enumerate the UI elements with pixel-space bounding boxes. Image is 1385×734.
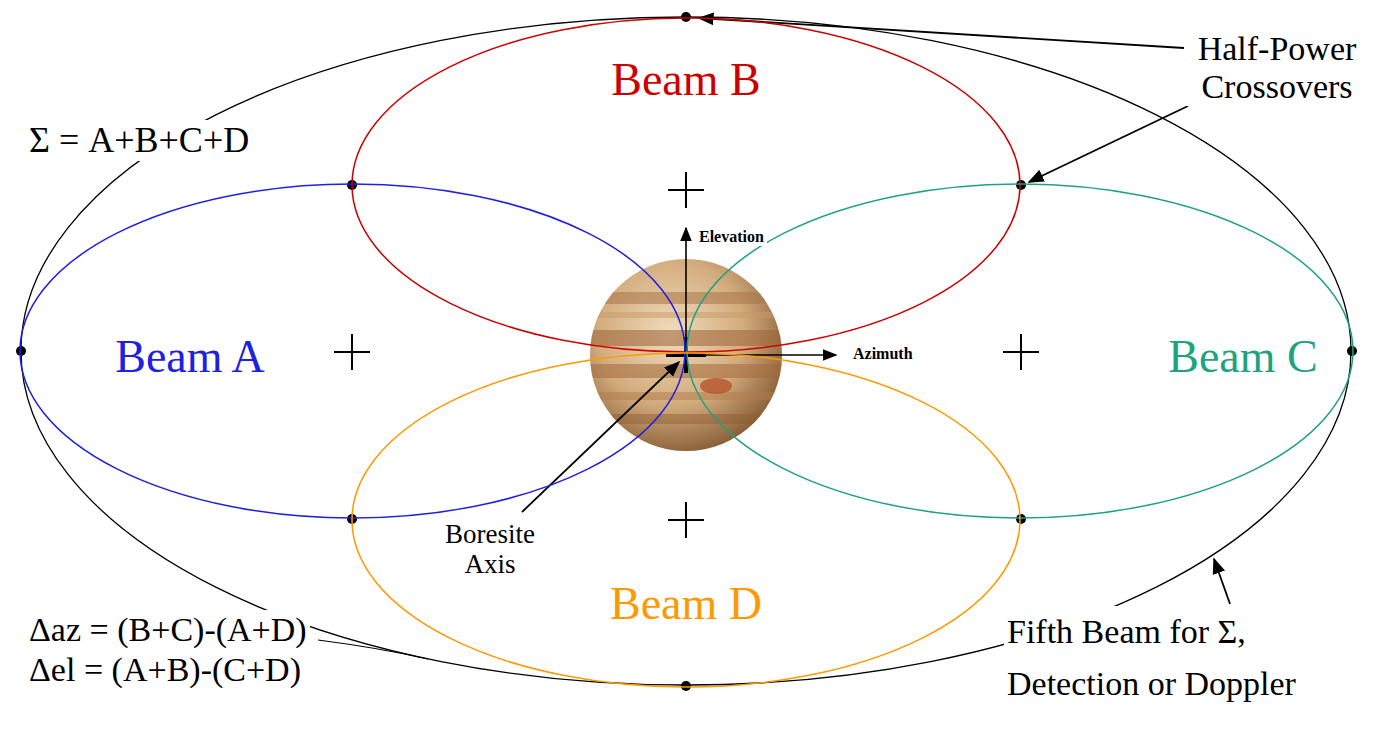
leader-arrow: [699, 18, 1184, 48]
beam-name: Beam D: [610, 578, 762, 631]
axis-label: Elevation: [696, 228, 767, 246]
beam-name: Beam A: [115, 331, 264, 384]
beam-name: Beam B: [611, 54, 760, 107]
beam-name: Beam C: [1168, 331, 1317, 384]
sum-beam-outline: [21, 17, 1351, 685]
callout-note: Half-Power Crossovers: [1186, 30, 1368, 106]
callout-note: Boresite Axis: [426, 519, 554, 579]
leader-arrow: [1029, 106, 1188, 182]
leader-arrow: [1214, 559, 1230, 604]
axis-label: Azimuth: [850, 345, 916, 363]
formula: Σ = A+B+C+D: [26, 120, 252, 161]
crossover-dots: [16, 12, 1357, 691]
leader-arrow: [522, 362, 679, 512]
elevation-axis: [685, 228, 687, 355]
beam-ellipse: Beam A: [19, 183, 686, 519]
formula: Δel = (A+B)-(C+D): [26, 650, 304, 689]
leader-line: [318, 640, 428, 659]
formula: Δaz = (B+C)-(A+D): [26, 610, 310, 649]
beam-ellipse: Beam B: [351, 17, 1021, 353]
azimuth-axis: [686, 354, 836, 356]
beam-ellipse: Beam C: [686, 183, 1354, 519]
callout-note: Fifth Beam for Σ, Detection or Doppler: [1004, 606, 1320, 710]
